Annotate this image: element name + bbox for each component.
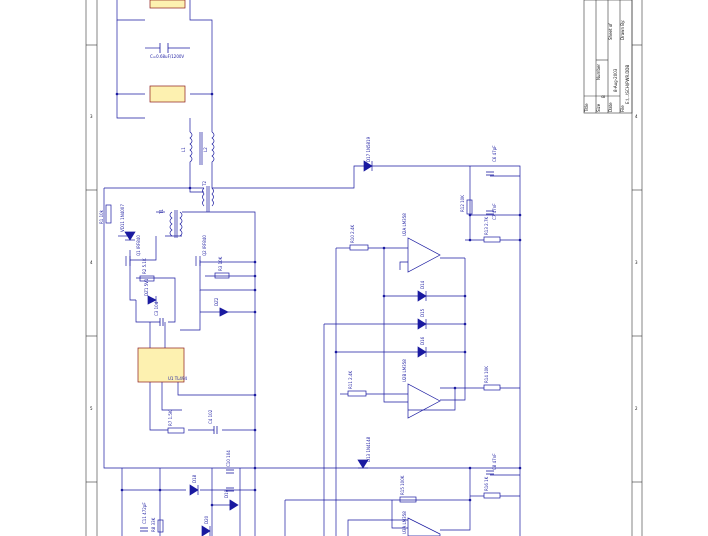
size-label: Size bbox=[596, 103, 601, 112]
capacitor-top bbox=[159, 43, 169, 53]
file-value: E:\...\SCH\PWR.DDB bbox=[625, 64, 630, 104]
sheet-border bbox=[85, 0, 643, 536]
diode-d17-label: D17 1N5819 bbox=[366, 136, 371, 162]
opamp-u3a-label: U3A LM358 bbox=[402, 511, 407, 534]
sheet-label: Sheet of bbox=[608, 23, 613, 40]
title-label: Title bbox=[584, 103, 589, 113]
diodes bbox=[124, 160, 427, 536]
opamp-u2b-label: U2B LM358 bbox=[402, 359, 407, 382]
zone-mark-right: 3 bbox=[635, 260, 638, 265]
diode-vd11-label: VD11 1N4007 bbox=[120, 204, 125, 232]
capacitor-c11-label: C11 472pF bbox=[142, 502, 147, 524]
resistor-r16-label: R16 1K bbox=[484, 476, 489, 491]
diode-d20-label: D20 bbox=[204, 515, 209, 524]
transformer-t1-label: T1 bbox=[159, 209, 164, 215]
zone-mark-left: 4 bbox=[90, 260, 93, 265]
ic-u1-label: U1 TL494 bbox=[168, 376, 188, 381]
resistor-r3-label: R3 10K bbox=[218, 256, 223, 271]
capacitor-c8-label: C8 47nF bbox=[492, 453, 497, 470]
resistor-r1 bbox=[105, 204, 112, 224]
resistor-r10-label: R10 2.4K bbox=[350, 224, 355, 243]
zone-mark-left: 5 bbox=[90, 406, 93, 411]
zener-dz1-label: DZ1 5V1 bbox=[144, 278, 149, 296]
file-label: File bbox=[620, 105, 625, 112]
wires bbox=[103, 0, 521, 536]
inductor-l2-label: L2 bbox=[203, 147, 208, 152]
capacitor-c7-label: C7 47nF bbox=[492, 203, 497, 220]
module-mid bbox=[149, 85, 186, 103]
zone-mark-left: 3 bbox=[90, 114, 93, 119]
diode-d16-label: D16 bbox=[420, 336, 425, 345]
mosfet-q2-label: Q2 IRF840 bbox=[202, 235, 207, 256]
resistor-r12-label: R12 10K bbox=[460, 195, 465, 212]
resistor-r1-label: R1 10k bbox=[99, 209, 104, 224]
number-label: Number bbox=[596, 64, 601, 80]
size-value: B bbox=[601, 95, 606, 98]
resistor-r14-label: R14 10K bbox=[484, 366, 489, 383]
capacitor-c6-label: C6 47pF bbox=[492, 145, 497, 162]
mosfets bbox=[125, 256, 201, 266]
op-amps bbox=[407, 237, 441, 536]
diode-d19-label: D19 bbox=[224, 489, 229, 498]
transformer-t2 bbox=[202, 186, 214, 212]
resistor-r13-label: R13 2.7K bbox=[484, 216, 489, 235]
mosfet-q1-label: Q1 IRF840 bbox=[136, 235, 141, 256]
capacitors bbox=[140, 171, 494, 532]
transformer-t2-label: T2 bbox=[202, 181, 207, 187]
module-top bbox=[149, 0, 186, 9]
ic-u1 bbox=[137, 347, 185, 383]
capacitor-c3-label: C3 104 bbox=[154, 301, 159, 316]
resistor-r15-label: R15 100K bbox=[400, 475, 405, 495]
title-block bbox=[583, 0, 633, 114]
resistors bbox=[139, 199, 501, 533]
drawn-by-label: Drawn By: bbox=[620, 20, 625, 40]
capacitor-top-label: C=0.68uF/1200V bbox=[150, 54, 184, 59]
diode-d18-label: D18 bbox=[192, 474, 197, 483]
capacitor-c10-label: C10 104 bbox=[226, 450, 231, 467]
zener-dz2-label: DZ2 bbox=[214, 297, 219, 306]
opamp-u2a-label: U2A LM358 bbox=[402, 213, 407, 236]
date-value: 8-Aug-2003 bbox=[613, 68, 618, 92]
capacitor-c4-label: C4 102 bbox=[208, 409, 213, 424]
diode-d13-label: D13 1N4148 bbox=[366, 436, 371, 462]
diode-d14-label: D14 bbox=[420, 280, 425, 289]
inductor-coils bbox=[189, 131, 215, 165]
inductor-l1-label: L1 bbox=[181, 147, 186, 152]
zone-mark-right: 4 bbox=[635, 114, 638, 119]
resistor-r11-label: R11 2.4K bbox=[348, 370, 353, 389]
resistor-r8-label: R8 33K bbox=[151, 517, 156, 532]
resistor-r2-label: R2 5.1K bbox=[142, 258, 147, 274]
junctions bbox=[115, 92, 522, 507]
resistor-r7-label: R7 1.5K bbox=[168, 410, 173, 426]
zone-mark-right: 2 bbox=[635, 406, 638, 411]
transformer-t1 bbox=[169, 210, 183, 238]
diode-d15-label: D15 bbox=[420, 308, 425, 317]
date-label: Date bbox=[608, 102, 613, 112]
